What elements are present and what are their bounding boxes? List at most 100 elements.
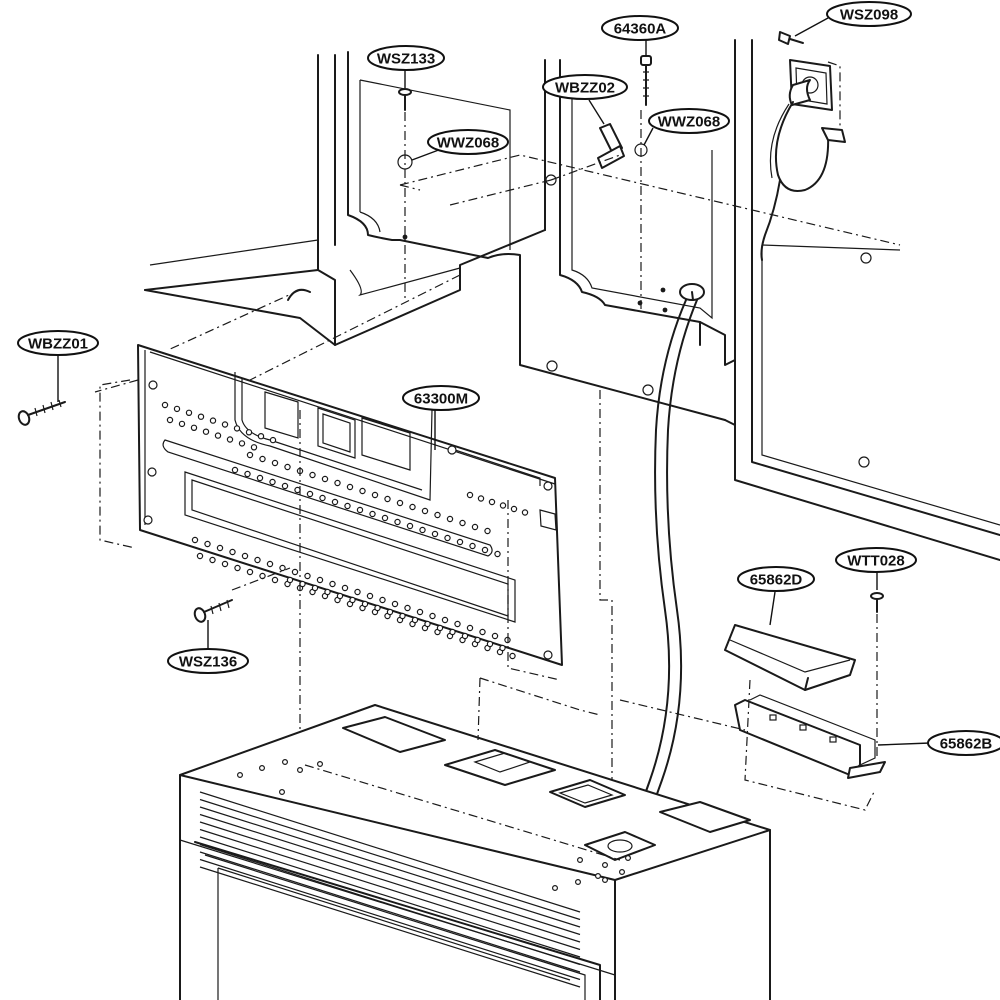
callout-wsz098: WSZ098: [826, 1, 912, 27]
plate-hole: [484, 527, 491, 535]
plate-hole: [250, 444, 258, 451]
top-hole: [237, 771, 244, 778]
plate-hole: [256, 474, 264, 482]
plate-hole: [336, 592, 344, 600]
plate-hole: [294, 486, 301, 494]
plate-hole: [471, 523, 479, 531]
callout-wwz068-left: WWZ068: [427, 129, 509, 155]
plate-hole: [334, 479, 341, 487]
plate-hole: [499, 502, 507, 509]
callout-63300m: 63300M: [402, 385, 480, 411]
plate-hole: [491, 632, 499, 640]
plate-hole: [369, 510, 376, 518]
wsz136-screw: [193, 599, 233, 623]
top-hole: [601, 876, 608, 883]
plate-hole: [341, 584, 349, 592]
plate-hole: [494, 550, 501, 558]
vent-slat: [199, 821, 581, 943]
plate-hole: [454, 620, 461, 628]
plate-hole: [366, 592, 374, 600]
callout-64360a-text: 64360A: [614, 21, 667, 38]
plate-hole: [344, 502, 351, 510]
plate-hole: [329, 580, 336, 588]
top-hole: [297, 766, 304, 773]
plate-hole: [384, 495, 391, 503]
vent-slat: [199, 828, 581, 951]
plate-hole: [421, 507, 429, 515]
callout-wtt028: WTT028: [835, 547, 917, 573]
plate-hole: [197, 413, 205, 420]
top-hole: [282, 758, 289, 765]
callout-64360a: 64360A: [601, 15, 679, 41]
plate-hole: [266, 560, 274, 568]
vent-slat: [199, 806, 581, 928]
plate-hole: [221, 560, 229, 568]
plate-hole: [349, 596, 356, 604]
top-hole: [601, 861, 608, 868]
plate-hole: [269, 436, 277, 444]
plate-hole: [466, 491, 474, 499]
plate-hole: [461, 632, 469, 640]
callout-65862b: 65862B: [927, 730, 1000, 756]
plate-hole: [209, 556, 216, 564]
plate-hole: [204, 540, 211, 548]
callout-wsz136-text: WSZ136: [179, 654, 237, 671]
plate-hole: [173, 405, 181, 413]
vent-slat: [199, 798, 581, 921]
plate-hole: [309, 471, 316, 479]
plate-hole: [161, 401, 169, 409]
top-hole: [618, 868, 625, 875]
plate-hole: [202, 428, 210, 435]
plate-hole: [216, 544, 224, 552]
plate-hole: [214, 432, 222, 439]
plate-hole: [190, 424, 198, 431]
vent-slat: [199, 858, 581, 981]
callout-wsz136: WSZ136: [167, 648, 249, 674]
top-mounting-holes: [237, 758, 631, 891]
plate-hole: [331, 498, 339, 506]
plate-hole: [406, 522, 414, 530]
plate-hole: [299, 580, 306, 588]
plate-hole: [394, 518, 401, 526]
plate-hole: [269, 478, 276, 486]
plate-hole: [356, 506, 364, 514]
wbzz01-screw: [17, 399, 66, 426]
top-hole: [551, 884, 558, 891]
callout-63300m-text: 63300M: [414, 391, 468, 408]
damper-cover-65862d: [724, 624, 856, 691]
plate-hole: [379, 596, 386, 604]
plate-hole: [279, 564, 286, 572]
plate-hole: [404, 604, 411, 612]
plate-hole: [499, 644, 506, 652]
plate-hole: [246, 451, 254, 459]
top-hole: [317, 760, 324, 767]
top-hole: [259, 764, 266, 771]
callout-wwz068-right: WWZ068: [648, 108, 730, 134]
plate-hole: [449, 628, 456, 636]
callout-wwz068-left-text: WWZ068: [437, 135, 500, 152]
vent-slat: [199, 836, 581, 958]
plate-hole: [371, 491, 379, 499]
plate-hole: [486, 640, 494, 648]
plate-hole: [304, 572, 311, 580]
plate-hole: [226, 436, 234, 443]
plate-hole: [488, 498, 496, 506]
top-hole: [279, 788, 286, 795]
callout-wtt028-text: WTT028: [847, 553, 905, 570]
plate-hole: [319, 494, 326, 502]
wsz133-screw: [398, 88, 412, 111]
microwave-oven: [179, 677, 771, 1000]
plate-hole: [466, 624, 474, 632]
plate-hole: [391, 600, 399, 608]
plate-hole: [257, 433, 265, 440]
plate-hole: [359, 487, 366, 495]
vent-grille: [199, 791, 581, 988]
plate-hole: [321, 475, 329, 483]
vent-slat: [199, 813, 581, 936]
vent-slat: [199, 843, 581, 966]
plate-hole: [185, 409, 193, 416]
plate-hole: [474, 636, 481, 644]
top-hole: [594, 872, 601, 879]
